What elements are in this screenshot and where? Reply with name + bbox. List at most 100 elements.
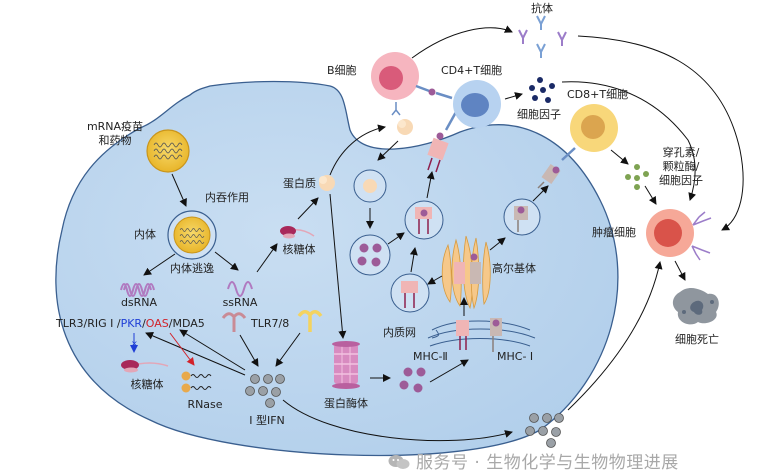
arrow-cd4-to-cytokines xyxy=(504,92,523,100)
golgi-apparatus xyxy=(441,235,491,310)
arrow-peptides-to-mhc2 xyxy=(387,232,405,245)
arrow-protein-to-proteasome xyxy=(329,193,347,339)
arrow-endosome-to-ssrna xyxy=(214,251,239,271)
cd8-t-cell xyxy=(570,104,618,152)
b-cell xyxy=(371,52,453,116)
label-pkr: PKR xyxy=(120,317,143,330)
ssrna-icon xyxy=(227,281,253,297)
tumor-cell xyxy=(646,209,712,261)
ribosome-bottom-icon xyxy=(121,360,169,373)
label-dsrna: dsRNA xyxy=(120,296,158,309)
arrow-antibody-to-tumor xyxy=(577,35,744,231)
mhc1-vesicle xyxy=(503,198,541,236)
arrow-golgi-to-mhc2 xyxy=(427,275,443,285)
arrow-mhc1-to-surface xyxy=(532,185,549,202)
watermark-text: 服务号 · 生物化学与生物物理进展 xyxy=(416,453,679,473)
label-cytokines: 细胞因子 xyxy=(517,108,561,121)
label-rnase: RNase xyxy=(187,398,223,411)
arrow-cd8-to-perforin xyxy=(610,149,629,165)
protein-icon xyxy=(319,175,335,191)
peptide-vesicle xyxy=(349,234,391,276)
arrow-golgi-to-mhc1 xyxy=(489,237,506,251)
arrow-cytokines-to-tumor xyxy=(561,81,697,201)
arrow-protein-to-vesicle xyxy=(377,140,399,161)
label-ribosome-top: 核糖体 xyxy=(282,243,316,256)
label-perforin-line1: 穿孔素/ xyxy=(662,146,700,159)
tlr-sensor-pink-icon xyxy=(221,312,247,332)
arrow-protein-to-bcell xyxy=(329,124,386,176)
label-er: 内质网 xyxy=(383,326,416,339)
dead-cell-icon xyxy=(672,288,719,325)
label-perforin-line2: 颗粒酶/ xyxy=(662,160,700,173)
er-mhc1 xyxy=(490,318,502,352)
label-ribosome-bottom: 核糖体 xyxy=(130,378,164,391)
label-perforin-line3: 细胞因子 xyxy=(659,174,703,187)
label-protein: 蛋白质 xyxy=(283,177,316,190)
label-endosomal-escape: 内体逃逸 xyxy=(170,262,214,275)
antibodies-icon xyxy=(518,15,567,58)
arrow-tlr-to-ifn xyxy=(239,334,259,367)
label-b-cell: B细胞 xyxy=(327,64,357,77)
phagosome-protein xyxy=(363,179,377,193)
arrow-lnp-to-endosome xyxy=(171,173,187,207)
arrow-mhc2-to-surface xyxy=(426,171,435,199)
label-mhc1: MHC- Ⅰ xyxy=(497,350,534,363)
ribosome-top-icon xyxy=(280,226,315,239)
label-cell-death: 细胞死亡 xyxy=(675,333,719,346)
watermark: 服务号 · 生物化学与生物物理进展 xyxy=(388,448,679,473)
label-ssrna: ssRNA xyxy=(222,296,258,309)
endoplasmic-reticulum xyxy=(427,320,536,347)
label-cd8-t-cell: CD8+T细胞 xyxy=(567,88,629,101)
arrow-empty-to-loaded xyxy=(409,247,418,273)
mhc2-empty-vesicle xyxy=(390,273,430,313)
surface-mhc2-complex xyxy=(427,111,458,173)
mrna-vaccine-lnp xyxy=(146,129,190,173)
mhc2-loaded-vesicle xyxy=(404,200,444,240)
perforin-granules-icon xyxy=(625,164,649,190)
label-mrna-vaccine-line2: 和药物 xyxy=(98,134,132,147)
arrow-ifn-to-pkr xyxy=(145,332,246,376)
dsrna-icon xyxy=(120,283,155,297)
label-mrna-vaccine-line1: mRNA疫苗 xyxy=(86,120,144,133)
label-oas: OAS xyxy=(145,317,169,330)
label-sensor-sep: / xyxy=(142,317,146,330)
label-mhc2: MHC-Ⅱ xyxy=(413,350,448,363)
wechat-icon xyxy=(388,455,410,469)
label-sensors-suffix: /MDA5 xyxy=(168,317,205,330)
label-proteasome: 蛋白酶体 xyxy=(324,397,368,410)
label-sensors-prefix: TLR3/RIG Ⅰ / xyxy=(56,317,121,330)
rnase-icon xyxy=(181,371,212,393)
surface-mhc1-complex xyxy=(537,147,576,189)
label-sensors: TLR3/RIG Ⅰ /PKR/OAS/MDA5 xyxy=(56,317,205,330)
arrow-ifn-to-tumor xyxy=(567,261,663,411)
proteasome-icon xyxy=(332,341,360,389)
cd4-t-cell xyxy=(453,80,501,128)
extracellular-ifn-icon xyxy=(525,413,564,448)
label-antibody: 抗体 xyxy=(531,2,553,15)
arrow-endosome-to-dsrna xyxy=(143,253,176,276)
extracellular-protein-icon xyxy=(397,119,413,135)
arrow-bcell-to-antibody xyxy=(411,25,513,59)
label-tumor-cell: 肿瘤细胞 xyxy=(592,226,636,239)
arrow-ifn-to-oas xyxy=(179,329,246,371)
arrow-peptides-to-er xyxy=(429,359,469,383)
arrow-ifn-exit xyxy=(282,399,513,442)
cytokines-icon xyxy=(529,77,555,103)
arrow-perforin-to-tumor xyxy=(644,185,657,205)
er-mhc2 xyxy=(456,320,469,350)
label-endocytosis: 内吞作用 xyxy=(205,191,249,204)
arrow-oas-to-rnase xyxy=(169,332,195,366)
arrow-tlr78-to-ifn xyxy=(275,332,301,367)
label-endosome: 内体 xyxy=(134,228,156,241)
peptides xyxy=(399,367,426,393)
arrow-ssrna-to-ribosome xyxy=(256,243,278,273)
arrow-tumor-to-death xyxy=(674,260,686,281)
inhibition-x-icon: × xyxy=(131,339,138,348)
label-type1-ifn: Ⅰ 型IFN xyxy=(249,414,285,427)
endosome xyxy=(167,210,217,260)
arrow-ribosome-to-protein xyxy=(297,197,319,220)
label-tlr78: TLR7/8 xyxy=(251,317,290,330)
tlr78-icon xyxy=(297,310,323,332)
